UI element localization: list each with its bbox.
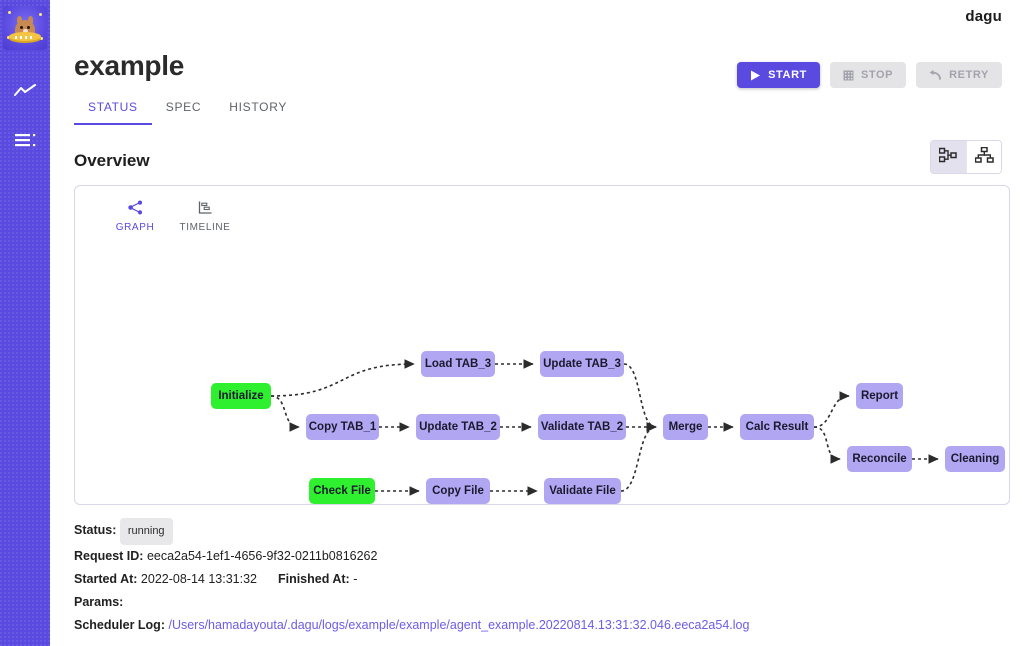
stop-button[interactable]: STOP [829, 62, 907, 88]
graph-icon [127, 200, 143, 218]
start-button-label: START [768, 69, 807, 81]
view-toggle-group [930, 140, 1002, 174]
scheduler-log-row: Scheduler Log: /Users/hamadayouta/.dagu/… [74, 614, 749, 637]
request-id-row: Request ID: eeca2a54-1ef1-4656-9f32-0211… [74, 545, 749, 568]
graph-node-label: Reconcile [852, 453, 907, 465]
graph-card: GRAPH TIMELINE [74, 185, 1010, 505]
graph-node-label: Copy File [432, 485, 484, 497]
retry-icon [929, 69, 942, 81]
list-icon [14, 133, 36, 149]
status-row: Status: running [74, 518, 749, 545]
params-row: Params: [74, 591, 749, 614]
graph-edge-calc_result-to-reconcile [813, 426, 841, 464]
tab-timeline-label: TIMELINE [179, 222, 231, 233]
graph-node-copy_file[interactable]: Copy File [426, 478, 490, 504]
stop-button-label: STOP [860, 69, 894, 81]
graph-node-validate_file[interactable]: Validate File [544, 478, 621, 504]
params-label: Params: [74, 595, 124, 609]
started-at-value: 2022-08-14 13:31:32 [140, 572, 257, 586]
graph-node-reconcile[interactable]: Reconcile [847, 446, 912, 472]
main-content: dagu example STATUS SPEC HISTORY START [50, 0, 1024, 646]
app-logo[interactable] [3, 6, 47, 50]
started-at-label: Started At: [74, 572, 138, 586]
graph-edge-initialize-to-copy_tab_1 [270, 395, 300, 432]
graph-node-merge[interactable]: Merge [663, 414, 708, 440]
graph-node-label: Validate File [549, 485, 616, 497]
play-icon [750, 70, 761, 81]
graph-edge-calc_result-to-report [813, 391, 850, 428]
tab-status[interactable]: STATUS [74, 96, 152, 125]
graph-node-label: Copy TAB_1 [308, 421, 377, 433]
sidebar-item-dags[interactable] [0, 124, 50, 158]
graph-node-label: Update TAB_2 [419, 421, 497, 433]
tab-timeline[interactable]: TIMELINE [173, 196, 237, 239]
stop-icon [843, 70, 854, 81]
view-toggle-vertical[interactable] [966, 141, 1001, 173]
scheduler-log-label: Scheduler Log: [74, 618, 165, 632]
graph-node-update_tab_2[interactable]: Update TAB_2 [416, 414, 500, 440]
finished-at-label: Finished At: [277, 572, 350, 586]
graph-edge-validate_file-to-merge [620, 422, 657, 492]
graph-node-cleaning[interactable]: Cleaning [945, 446, 1005, 472]
graph-edges [270, 359, 939, 496]
graph-node-label: Report [860, 390, 899, 402]
page-title: example [74, 50, 184, 81]
graph-node-label: Load TAB_3 [424, 358, 492, 370]
graph-edge-update_tab_3-to-merge [623, 363, 657, 432]
graph-edge-initialize-to-load_tab_3 [270, 359, 415, 397]
tab-graph[interactable]: GRAPH [103, 196, 167, 239]
graph-node-label: Calc Result [745, 421, 809, 433]
horizontal-graph-icon [938, 147, 958, 167]
time-row: Started At: 2022-08-14 13:31:32 Finished… [74, 568, 749, 591]
tab-spec[interactable]: SPEC [152, 96, 215, 125]
graph-node-label: Initialize [218, 390, 264, 402]
request-id-value: eeca2a54-1ef1-4656-9f32-0211b0816262 [146, 549, 378, 563]
scheduler-log-link[interactable]: /Users/hamadayouta/.dagu/logs/example/ex… [168, 618, 750, 632]
status-details: Status: running Request ID: eeca2a54-1ef… [74, 518, 749, 637]
graph-node-report[interactable]: Report [856, 383, 903, 409]
graph-node-label: Check File [313, 485, 371, 497]
graph-node-calc_result[interactable]: Calc Result [740, 414, 814, 440]
graph-node-label: Cleaning [950, 453, 1000, 465]
tab-graph-label: GRAPH [115, 222, 155, 233]
trending-up-icon [14, 84, 36, 98]
retry-button-label: RETRY [949, 69, 989, 81]
status-badge: running [119, 518, 173, 545]
status-label: Status: [74, 523, 117, 537]
graph-node-update_tab_3[interactable]: Update TAB_3 [540, 351, 624, 377]
request-id-label: Request ID: [74, 549, 144, 563]
graph-node-initialize[interactable]: Initialize [211, 383, 271, 409]
start-button[interactable]: START [737, 62, 820, 88]
graph-node-check_file[interactable]: Check File [309, 478, 375, 504]
finished-at-value: - [353, 572, 358, 586]
overview-title: Overview [74, 151, 150, 170]
graph-node-copy_tab_1[interactable]: Copy TAB_1 [306, 414, 379, 440]
graph-card-tabs: GRAPH TIMELINE [75, 186, 1009, 239]
sidebar [0, 0, 50, 646]
view-toggle-horizontal[interactable] [931, 141, 966, 173]
graph-node-validate_tab_2[interactable]: Validate TAB_2 [538, 414, 626, 440]
timeline-icon [198, 200, 213, 218]
sidebar-item-dashboard[interactable] [0, 74, 50, 108]
page-tabs: STATUS SPEC HISTORY [74, 96, 1008, 125]
graph-node-load_tab_3[interactable]: Load TAB_3 [421, 351, 495, 377]
vertical-graph-icon [974, 146, 994, 167]
action-buttons: START STOP [737, 62, 1002, 88]
graph-node-label: Merge [668, 421, 703, 433]
brand-title: dagu [965, 8, 1002, 25]
retry-button[interactable]: RETRY [916, 62, 1002, 88]
graph-node-label: Validate TAB_2 [540, 421, 624, 433]
tab-history[interactable]: HISTORY [215, 96, 301, 125]
graph-node-label: Update TAB_3 [543, 358, 621, 370]
